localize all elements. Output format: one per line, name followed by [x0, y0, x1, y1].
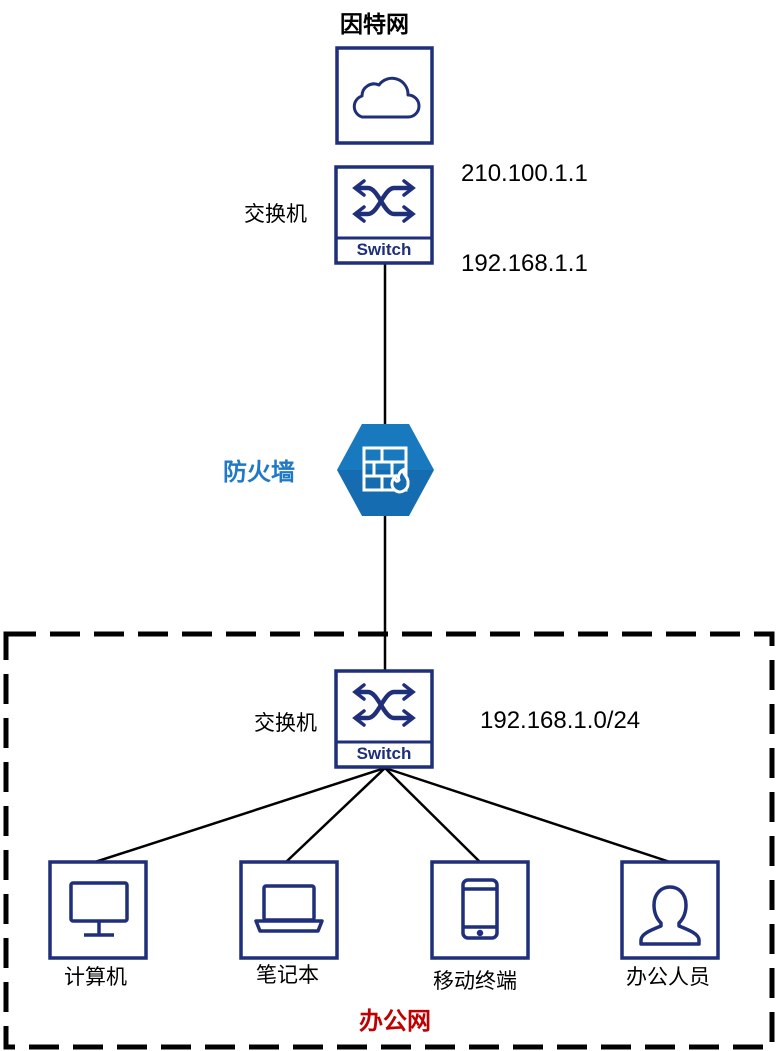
- office-switch-node: [334, 669, 434, 769]
- firewall-icon: [362, 446, 410, 494]
- link-switch-mobile: [384, 767, 481, 863]
- office-network-label: 办公网: [359, 1007, 431, 1035]
- lan-ip-text: 192.168.1.1: [461, 250, 588, 277]
- laptop-node: [239, 860, 339, 960]
- person-node: [620, 860, 720, 960]
- mobile-label: 移动终端: [433, 969, 517, 993]
- link-switch-laptop: [285, 767, 386, 863]
- internet-node: [335, 46, 434, 145]
- switch-arrows-icon: [352, 683, 416, 727]
- mobile-node: [430, 860, 530, 960]
- cloud-icon: [352, 76, 421, 119]
- monitor-icon: [69, 881, 129, 937]
- top-switch-label: 交换机: [244, 202, 307, 226]
- office-switch-badge: Switch: [356, 744, 412, 763]
- internet-label: 因特网: [340, 12, 409, 38]
- wan-ip-text: 210.100.1.1: [461, 160, 588, 187]
- mobile-icon: [461, 878, 499, 940]
- computer-node: [48, 860, 148, 960]
- firewall-node: [337, 424, 434, 516]
- office-switch-label: 交换机: [254, 711, 317, 735]
- firewall-label: 防火墙: [223, 458, 295, 486]
- switch-arrows-icon: [352, 179, 416, 223]
- computer-label: 计算机: [64, 965, 127, 989]
- top-switch-badge: Switch: [356, 240, 412, 259]
- link-switch-computer: [94, 766, 386, 864]
- link-switch-person: [384, 766, 671, 864]
- person-label: 办公人员: [626, 965, 710, 989]
- top-switch-node: [334, 165, 434, 265]
- laptop-label: 笔记本: [256, 963, 319, 987]
- office-network-boundary: [3, 631, 775, 1050]
- laptop-icon: [254, 884, 324, 933]
- subnet-text: 192.168.1.0/24: [480, 707, 641, 734]
- person-icon: [639, 885, 701, 946]
